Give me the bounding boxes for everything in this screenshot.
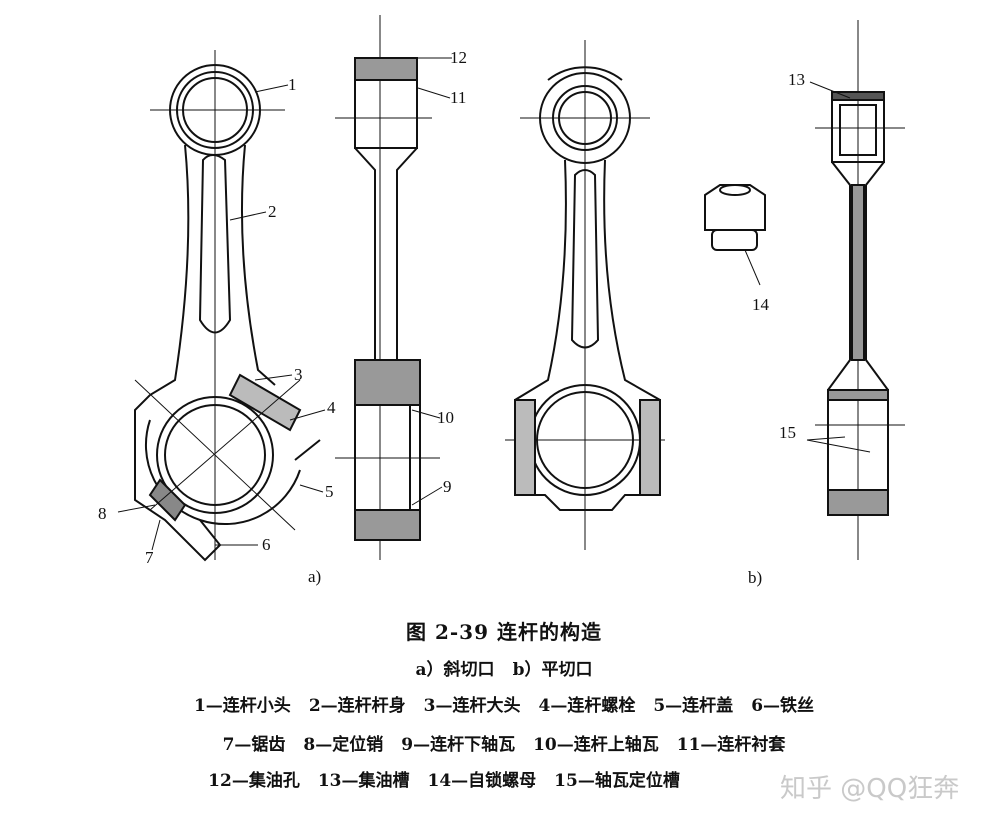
leader-lines	[117, 57, 851, 551]
legend-item: 10—连杆上轴瓦	[533, 735, 659, 755]
view-label-b: b)	[748, 568, 763, 587]
rod-b-front	[505, 40, 665, 550]
part-label-12: 12	[450, 48, 467, 67]
legend-item: 1—连杆小头	[193, 696, 291, 716]
legend-item: 14—自锁螺母	[427, 771, 537, 791]
legend-item: 11—连杆衬套	[676, 735, 786, 755]
figure-subtitle: a）斜切口 b）平切口	[0, 655, 1008, 680]
legend-item: 9—连杆下轴瓦	[401, 735, 516, 755]
rod-a-front	[134, 50, 321, 562]
figure-title: 图 2-39 连杆的构造	[406, 620, 602, 644]
subtitle-b: b）平切口	[512, 660, 593, 680]
view-label-a: a)	[308, 567, 322, 586]
part-label-13: 13	[788, 70, 805, 89]
part-label-3: 3	[294, 365, 303, 384]
rod-a-side	[335, 15, 440, 560]
legend-item: 7—锯齿	[222, 735, 286, 755]
legend-item: 12—集油孔	[208, 771, 300, 791]
self-locking-nut	[704, 184, 766, 286]
rod-b-side	[806, 20, 905, 560]
part-label-15: 15	[779, 423, 796, 442]
legend-line-2: 7—锯齿 8—定位销 9—连杆下轴瓦 10—连杆上轴瓦 11—连杆衬套	[0, 730, 1008, 755]
legend-item: 4—连杆螺栓	[538, 696, 636, 716]
legend-line-1: 1—连杆小头 2—连杆杆身 3—连杆大头 4—连杆螺栓 5—连杆盖 6—铁丝	[0, 691, 1008, 716]
part-label-11: 11	[450, 88, 467, 107]
subtitle-a: a）斜切口	[415, 660, 495, 680]
legend-item: 3—连杆大头	[423, 696, 521, 716]
part-label-1: 1	[288, 75, 297, 94]
legend-line-3: 12—集油孔 13—集油槽 14—自锁螺母 15—轴瓦定位槽	[0, 766, 948, 791]
part-label-6: 6	[262, 535, 271, 554]
legend-item: 2—连杆杆身	[308, 696, 406, 716]
part-label-10: 10	[437, 408, 454, 427]
part-label-8: 8	[98, 504, 107, 523]
legend-item: 8—定位销	[303, 735, 384, 755]
legend-item: 15—轴瓦定位槽	[554, 771, 680, 791]
connecting-rod-drawing	[117, 15, 905, 562]
part-label-4: 4	[327, 398, 336, 417]
part-label-2: 2	[268, 202, 277, 221]
part-label-14: 14	[752, 295, 769, 314]
part-label-9: 9	[443, 477, 452, 496]
legend-item: 13—集油槽	[317, 771, 410, 791]
part-label-5: 5	[325, 482, 334, 501]
watermark: 知乎 @QQ狂奔	[780, 774, 960, 804]
legend-item: 6—铁丝	[751, 696, 815, 716]
legend-item: 5—连杆盖	[653, 696, 734, 716]
part-label-7: 7	[145, 548, 154, 567]
